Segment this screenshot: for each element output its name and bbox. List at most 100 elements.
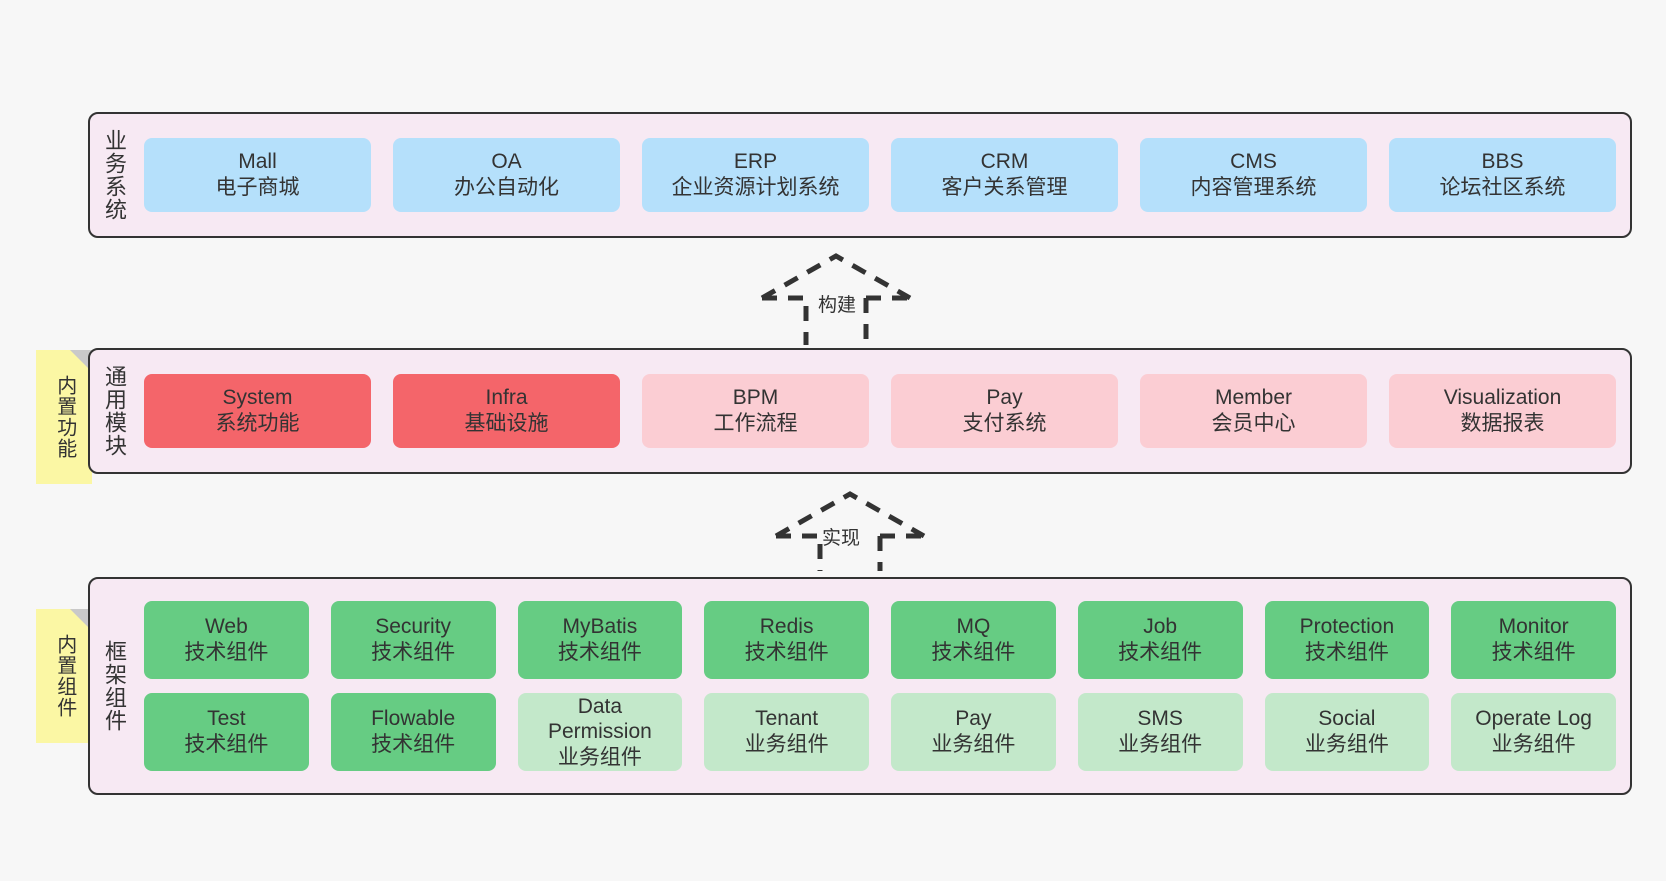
card-oa[interactable]: OA 办公自动化 [393, 138, 620, 212]
card-title: Test [207, 707, 246, 731]
card-title: Data Permission [547, 694, 652, 744]
card-row: Web 技术组件 Security 技术组件 MyBatis 技术组件 Redi… [144, 601, 1616, 679]
card-web[interactable]: Web 技术组件 [144, 601, 309, 679]
card-subtitle: 基础设施 [464, 412, 549, 435]
card-mybatis[interactable]: MyBatis 技术组件 [517, 601, 683, 679]
card-title: Pay [955, 707, 992, 731]
card-title: BBS [1481, 150, 1524, 174]
sticky-note-builtin-components: 内置组件 [36, 609, 92, 743]
card-pay[interactable]: Pay 支付系统 [891, 374, 1118, 448]
card-subtitle: 工作流程 [713, 412, 798, 435]
card-title: Member [1214, 386, 1293, 410]
card-subtitle: 内容管理系统 [1190, 176, 1317, 199]
layer-body-framework: Web 技术组件 Security 技术组件 MyBatis 技术组件 Redi… [138, 579, 1630, 793]
card-row: Test 技术组件 Flowable 技术组件 Data Permission … [144, 693, 1616, 771]
card-title: BPM [732, 386, 779, 410]
card-subtitle: 业务组件 [1118, 733, 1203, 756]
card-subtitle: 电子商城 [215, 176, 300, 199]
card-title: Security [375, 615, 452, 639]
card-protection[interactable]: Protection 技术组件 [1264, 601, 1430, 679]
card-row: System 系统功能 Infra 基础设施 BPM 工作流程 Pay 支付系统… [144, 374, 1616, 448]
card-title: Infra [485, 386, 528, 410]
card-crm[interactable]: CRM 客户关系管理 [891, 138, 1118, 212]
card-subtitle: 业务组件 [1491, 733, 1576, 756]
card-title: Flowable [371, 707, 456, 731]
layer-body-common: System 系统功能 Infra 基础设施 BPM 工作流程 Pay 支付系统… [138, 350, 1630, 472]
card-subtitle: 客户关系管理 [941, 176, 1068, 199]
card-subtitle: 会员中心 [1211, 412, 1296, 435]
arrow-build: 构建 [756, 250, 916, 345]
card-subtitle: 技术组件 [557, 641, 642, 664]
dashed-up-arrow-icon [774, 491, 926, 571]
card-subtitle: 办公自动化 [454, 176, 559, 199]
arrow-label-build: 构建 [818, 295, 857, 316]
layer-business-systems: 业务系统 Mall 电子商城 OA 办公自动化 ERP 企业资源计划系统 CRM… [88, 112, 1632, 238]
card-redis[interactable]: Redis 技术组件 [704, 601, 869, 679]
card-subtitle: 业务组件 [557, 745, 642, 769]
card-member[interactable]: Member 会员中心 [1140, 374, 1367, 448]
card-title: ERP [733, 150, 778, 174]
card-title: CRM [980, 150, 1029, 174]
arrow-label-implement: 实现 [822, 528, 861, 549]
note-text: 内置组件 [53, 634, 76, 718]
card-subtitle: 技术组件 [1118, 641, 1203, 664]
card-title: Protection [1299, 615, 1395, 639]
card-flowable[interactable]: Flowable 技术组件 [330, 693, 496, 771]
card-subtitle: 论坛社区系统 [1439, 176, 1566, 199]
card-title: Social [1318, 707, 1376, 731]
card-subtitle: 数据报表 [1460, 412, 1545, 435]
card-tenant[interactable]: Tenant 业务组件 [704, 693, 869, 771]
card-sms[interactable]: SMS 业务组件 [1077, 693, 1243, 771]
card-monitor[interactable]: Monitor 技术组件 [1451, 601, 1616, 679]
card-subtitle: 企业资源计划系统 [671, 176, 840, 199]
layer-body-business: Mall 电子商城 OA 办公自动化 ERP 企业资源计划系统 CRM 客户关系… [138, 114, 1630, 236]
card-erp[interactable]: ERP 企业资源计划系统 [642, 138, 869, 212]
card-subtitle: 技术组件 [744, 641, 829, 664]
card-infra[interactable]: Infra 基础设施 [393, 374, 620, 448]
card-mall[interactable]: Mall 电子商城 [144, 138, 371, 212]
card-title: MQ [956, 615, 991, 639]
card-subtitle: 业务组件 [931, 733, 1016, 756]
card-bpm[interactable]: BPM 工作流程 [642, 374, 869, 448]
card-title: System [222, 386, 293, 410]
card-title: Monitor [1498, 615, 1569, 639]
dashed-up-arrow-icon [760, 253, 912, 345]
card-cms[interactable]: CMS 内容管理系统 [1140, 138, 1367, 212]
card-visualization[interactable]: Visualization 数据报表 [1389, 374, 1616, 448]
card-subtitle: 技术组件 [184, 641, 269, 664]
card-title: Operate Log [1475, 707, 1592, 731]
layer-framework-components: 框架组件 Web 技术组件 Security 技术组件 MyBatis 技术组件… [88, 577, 1632, 795]
card-security[interactable]: Security 技术组件 [330, 601, 496, 679]
card-system[interactable]: System 系统功能 [144, 374, 371, 448]
card-operate-log[interactable]: Operate Log 业务组件 [1451, 693, 1616, 771]
card-subtitle: 业务组件 [744, 733, 829, 756]
card-title: Web [204, 615, 248, 639]
card-subtitle: 系统功能 [215, 412, 300, 435]
card-subtitle: 技术组件 [184, 733, 269, 756]
card-subtitle: 技术组件 [931, 641, 1016, 664]
card-test[interactable]: Test 技术组件 [144, 693, 309, 771]
layer-title-common: 通用模块 [101, 365, 127, 457]
layer-title-business: 业务系统 [101, 129, 127, 221]
arrow-implement: 实现 [770, 486, 930, 571]
card-social[interactable]: Social 业务组件 [1264, 693, 1430, 771]
note-text: 内置功能 [53, 375, 76, 459]
card-title: OA [491, 150, 522, 174]
card-title: CMS [1230, 150, 1277, 174]
card-data-permission[interactable]: Data Permission 业务组件 [517, 693, 683, 771]
card-subtitle: 技术组件 [1304, 641, 1389, 664]
card-subtitle: 技术组件 [1491, 641, 1576, 664]
card-subtitle: 技术组件 [371, 641, 456, 664]
card-job[interactable]: Job 技术组件 [1077, 601, 1243, 679]
card-mq[interactable]: MQ 技术组件 [891, 601, 1056, 679]
card-subtitle: 支付系统 [962, 412, 1047, 435]
card-row: Mall 电子商城 OA 办公自动化 ERP 企业资源计划系统 CRM 客户关系… [144, 138, 1616, 212]
card-subtitle: 业务组件 [1304, 733, 1389, 756]
card-title: Job [1143, 615, 1178, 639]
card-title: Mall [238, 150, 277, 174]
card-pay-component[interactable]: Pay 业务组件 [891, 693, 1056, 771]
card-title: SMS [1137, 707, 1183, 731]
layer-title-framework: 框架组件 [101, 640, 127, 732]
sticky-note-builtin-features: 内置功能 [36, 350, 92, 484]
card-bbs[interactable]: BBS 论坛社区系统 [1389, 138, 1616, 212]
